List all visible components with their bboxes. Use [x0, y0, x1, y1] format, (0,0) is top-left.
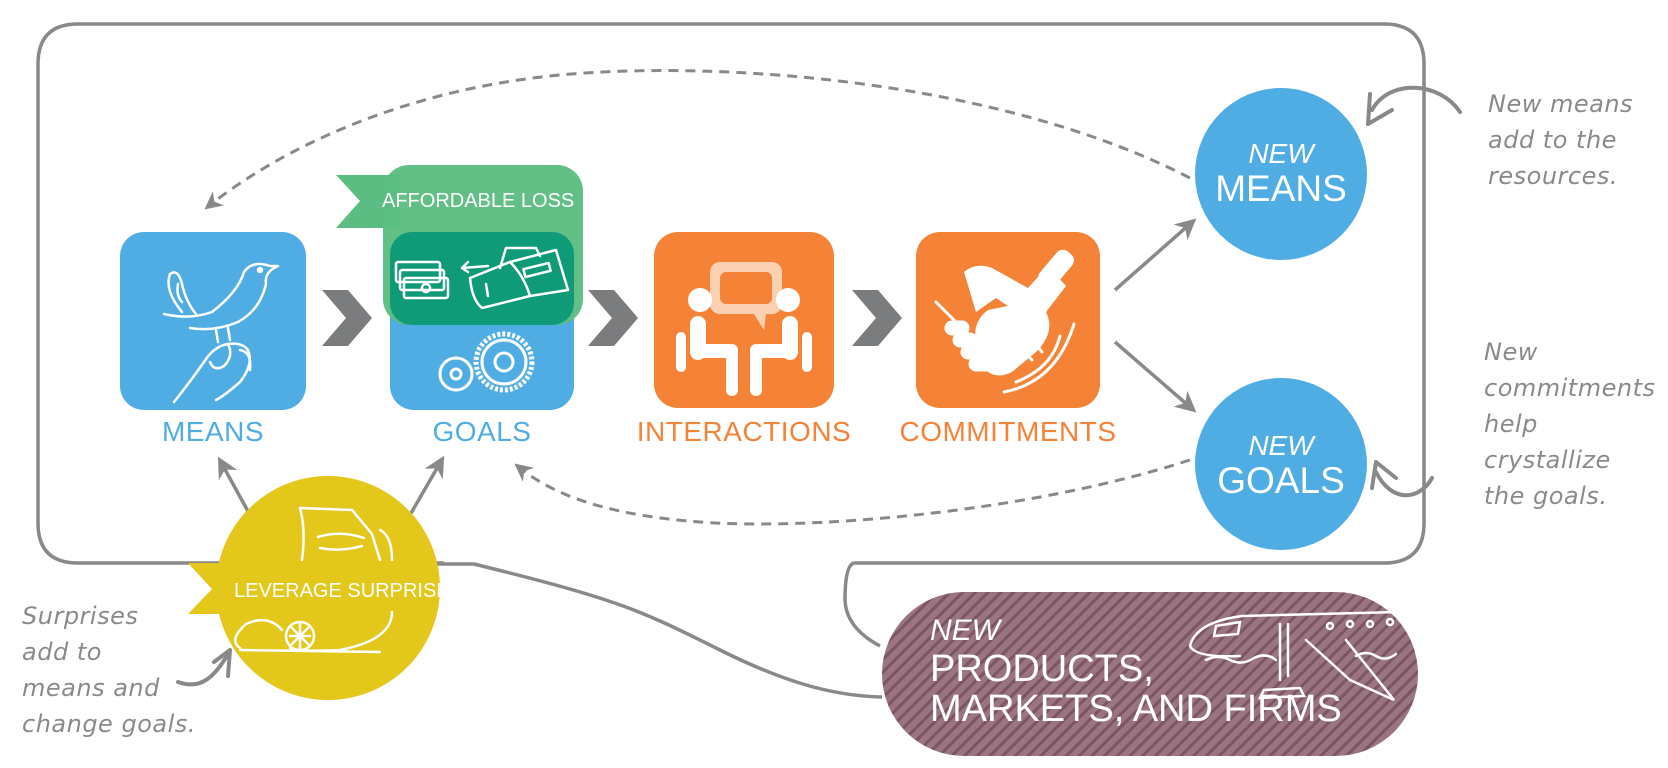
note-line: Surprises — [22, 602, 139, 630]
new-means-text: NEW MEANS — [1195, 138, 1367, 209]
outcome-loop-connector — [843, 561, 881, 648]
commitments-box — [916, 232, 1100, 408]
arrow-to-new-means — [1113, 218, 1197, 292]
new-goals-circle — [1195, 378, 1367, 550]
arrow-surprise-to-means — [217, 456, 252, 516]
surprise-to-outcome-connector — [436, 562, 883, 699]
note-arrowhead — [212, 648, 232, 678]
outcome-prefix: NEW — [930, 614, 1000, 647]
new-means-prefix: NEW — [1248, 138, 1314, 169]
means-box — [120, 232, 306, 410]
outcome-text: NEW PRODUCTS, MARKETS, AND FIRMS — [930, 614, 1342, 730]
handshake-icon — [934, 249, 1076, 394]
leverage-surprise-label: LEVERAGE SURPRISE — [234, 580, 450, 602]
stage-label-commitments: COMMITMENTS — [899, 416, 1117, 447]
outcome-line2: MARKETS, AND FIRMS — [930, 688, 1342, 730]
note-line: add to — [22, 638, 102, 666]
note-arrow-new-goals — [1374, 470, 1434, 498]
new-means-label: MEANS — [1215, 168, 1347, 209]
chevron-right-icon — [852, 290, 902, 346]
new-goals-prefix: NEW — [1248, 430, 1314, 461]
new-means-circle — [1195, 88, 1367, 260]
arrow-to-new-goals — [1113, 340, 1197, 413]
note-new-goals: New commitments help crystallize the goa… — [1484, 334, 1655, 514]
note-arrowhead — [1370, 460, 1398, 490]
people-talking-icon — [676, 262, 812, 396]
outcome-line1: PRODUCTS, — [930, 648, 1154, 690]
note-line: help — [1484, 410, 1538, 438]
arrow-surprise-to-goals — [408, 455, 445, 516]
note-surprise: Surprises add to means and change goals. — [22, 598, 196, 742]
new-goals-label: GOALS — [1217, 460, 1345, 501]
stage-label-goals: GOALS — [432, 416, 532, 447]
affordable-loss-label: AFFORDABLE LOSS — [382, 190, 575, 212]
note-arrowhead — [1366, 92, 1394, 126]
outcome-pill — [882, 592, 1418, 756]
goals-box — [390, 232, 574, 410]
chevron-right-icon — [588, 290, 638, 346]
gears-icon — [438, 331, 535, 393]
stage-label-means: MEANS — [161, 416, 265, 447]
note-line: crystallize — [1484, 446, 1611, 474]
stage-label-interactions: INTERACTIONS — [636, 416, 852, 447]
note-line: New — [1484, 338, 1538, 366]
note-arrow-surprise — [176, 652, 230, 687]
airplane-icon — [1188, 610, 1402, 702]
chevron-right-icon — [322, 290, 372, 346]
new-goals-text: NEW GOALS — [1195, 430, 1367, 501]
note-line: commitments — [1484, 374, 1656, 402]
interactions-box — [654, 232, 834, 408]
note-line: resources. — [1488, 162, 1618, 190]
note-new-means: New means add to the resources. — [1488, 86, 1633, 194]
note-line: add to the — [1488, 126, 1617, 154]
feedback-arrow-new-goals — [514, 458, 1191, 526]
process-frame — [36, 22, 1426, 565]
lemonade-pitcher-icon — [233, 506, 394, 654]
note-line: means and — [22, 674, 160, 702]
note-line: the goals. — [1484, 482, 1608, 510]
note-line: New means — [1488, 90, 1634, 118]
note-arrow-new-means — [1370, 85, 1462, 114]
feedback-arrow-new-means — [204, 69, 1191, 210]
bird-on-hand-icon — [162, 262, 280, 404]
note-line: change goals. — [22, 710, 196, 738]
